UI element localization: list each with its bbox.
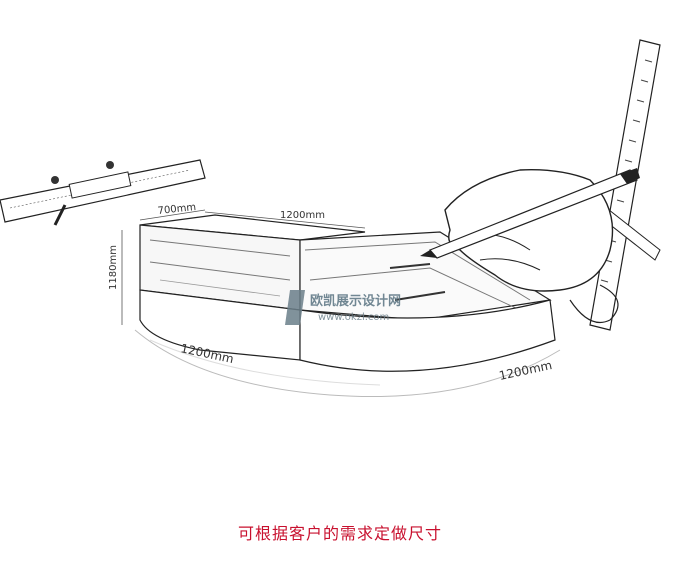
dim-depth-label: 700mm: [157, 202, 197, 217]
dim-top-width-label: 1200mm: [280, 210, 325, 221]
floor-outline: [134, 329, 561, 397]
dim-right-base-label: 1200mm: [498, 358, 554, 383]
dim-line-top: [204, 211, 366, 229]
watermark-name: 欧凯展示设计网: [310, 293, 401, 309]
display-counter: [139, 214, 556, 372]
caliper-icon: [0, 159, 206, 226]
drawing-hand-icon: [420, 168, 640, 324]
caption-text: 可根据客户的需求定做尺寸: [237, 524, 442, 543]
dim-line-depth: [139, 209, 206, 221]
counter-sketch-illustration: 700mm 1200mm 1180mm 1200mm 1200mm 欧凯展示设计…: [0, 39, 661, 397]
floor-outline-inner: [149, 339, 381, 386]
watermark-url: www.okzl.com: [318, 312, 389, 323]
dim-height-label: 1180mm: [108, 245, 119, 290]
watermark-logo: 欧凯展示设计网 www.okzl.com: [285, 290, 401, 325]
